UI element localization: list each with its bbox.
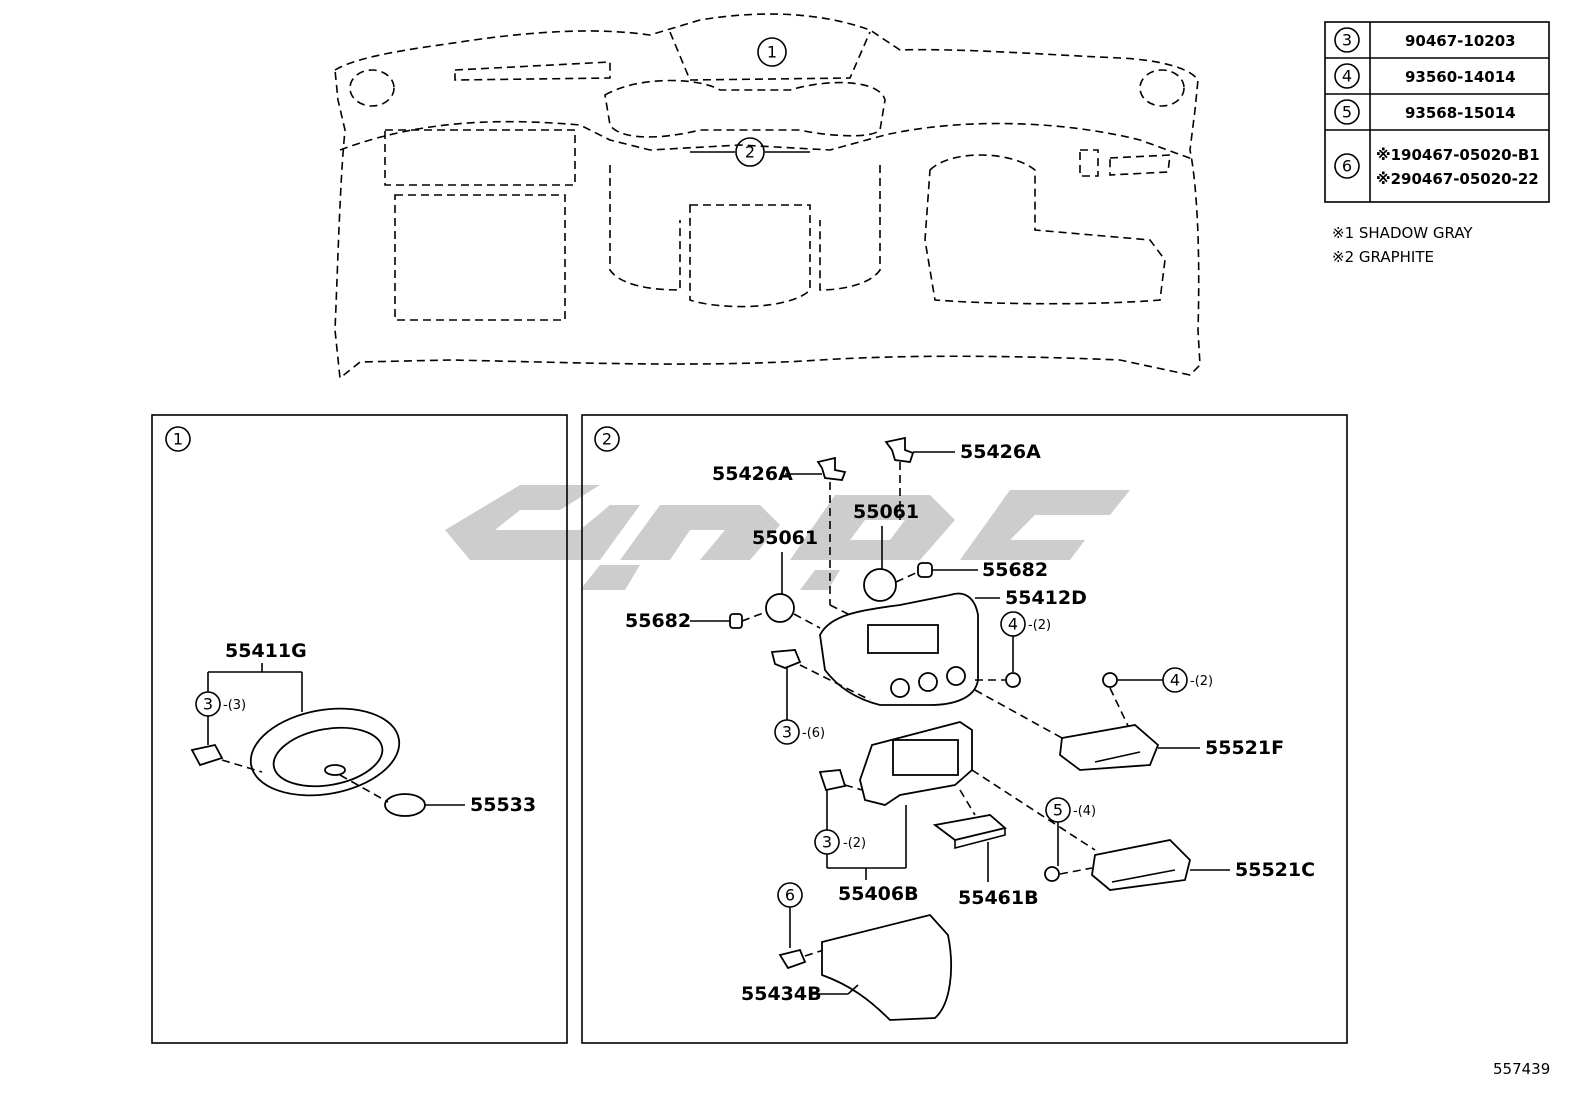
label-55521C: 55521C	[1235, 859, 1315, 881]
panel-2-ref: 2	[602, 430, 612, 449]
qty-3-6: -(6)	[802, 726, 825, 741]
label-55411G: 55411G	[225, 640, 307, 662]
label-55461B: 55461B	[958, 887, 1039, 909]
callout-6: 6	[785, 886, 795, 905]
note-shadow-gray: ※1 SHADOW GRAY	[1332, 224, 1473, 242]
qty-3-2: -(2)	[843, 836, 866, 851]
label-55061-right: 55061	[853, 501, 919, 523]
table-ref-6: 6	[1342, 157, 1352, 176]
label-55682-left: 55682	[625, 610, 691, 632]
label-55406B: 55406B	[838, 883, 919, 905]
callout-4-right: 4	[1170, 671, 1180, 690]
qty-4-upper: -(2)	[1028, 618, 1051, 633]
label-55682-right: 55682	[982, 559, 1048, 581]
qty-5: -(4)	[1073, 804, 1096, 819]
table-part-5: 93568-15014	[1405, 104, 1516, 122]
table-part-4: 93560-14014	[1405, 68, 1516, 86]
panel-1-ref: 1	[173, 430, 183, 449]
callout-3-qty6: 3	[782, 723, 792, 742]
panel-1-callout-3: 3	[203, 695, 213, 714]
watermark-logo	[445, 485, 1130, 590]
overview-callout-2: 2	[745, 143, 755, 162]
label-55426A-left: 55426A	[712, 463, 793, 485]
table-ref-4: 4	[1342, 67, 1352, 86]
callout-5: 5	[1053, 801, 1063, 820]
label-55434B: 55434B	[741, 983, 822, 1005]
panel-1-qty-3: -(3)	[223, 698, 246, 713]
label-55426A-right: 55426A	[960, 441, 1041, 463]
detail-panel-1: 1 55411G 3 -(3) 55533	[151, 414, 568, 1044]
callout-4-upper: 4	[1008, 615, 1018, 634]
overview-callout-1: 1	[767, 43, 777, 62]
table-part-6a: ※190467-05020-B1	[1376, 146, 1540, 164]
label-55061-left: 55061	[752, 527, 818, 549]
label-55533: 55533	[470, 794, 536, 816]
table-part-6b: ※290467-05020-22	[1376, 170, 1539, 188]
table-ref-3: 3	[1342, 31, 1352, 50]
callout-3-qty2: 3	[822, 833, 832, 852]
table-part-3: 90467-10203	[1405, 32, 1516, 50]
detail-panel-2: 2 55426A 55426A 55061 55061 55682 55682	[581, 414, 1348, 1044]
parts-table: 3 90467-10203 4 93560-14014 5 93568-1501…	[1324, 21, 1550, 266]
qty-4-right: -(2)	[1190, 674, 1213, 689]
label-55521F: 55521F	[1205, 737, 1284, 759]
dashboard-overview: 1 2	[334, 13, 1201, 380]
label-55412D: 55412D	[1005, 587, 1087, 609]
note-graphite: ※2 GRAPHITE	[1332, 248, 1434, 266]
table-ref-5: 5	[1342, 103, 1352, 122]
diagram-number: 557439	[1493, 1060, 1550, 1078]
